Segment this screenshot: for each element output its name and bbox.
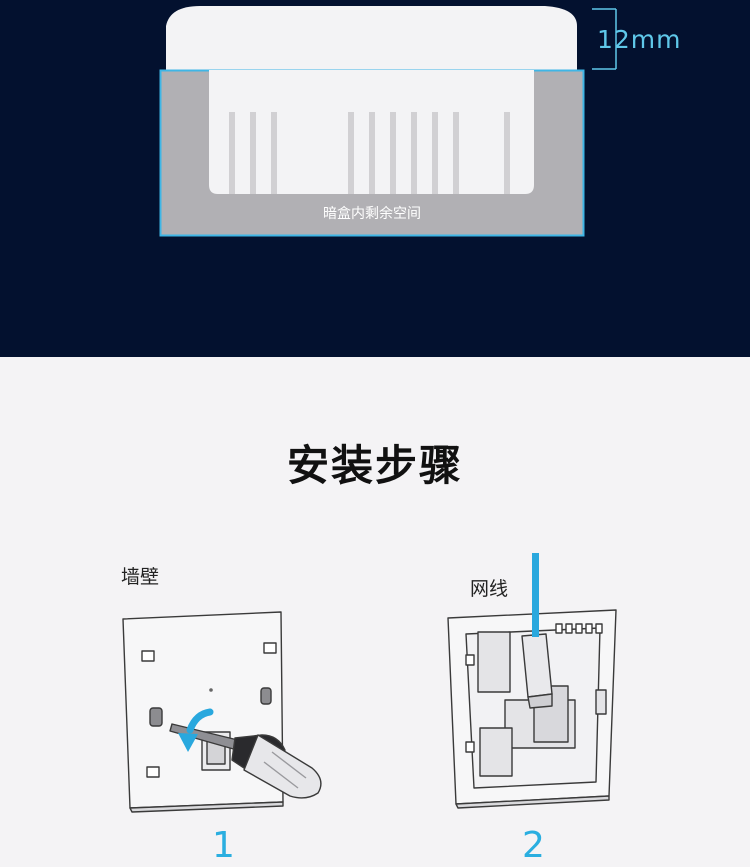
step-2-label: 网线 bbox=[470, 578, 509, 600]
remaining-space-label: 暗盒内剩余空间 bbox=[323, 206, 421, 222]
step-1-label: 墙壁 bbox=[121, 566, 160, 588]
dimension-label: 12mm bbox=[597, 25, 682, 54]
vent-slots bbox=[229, 112, 510, 194]
step-2-number: 2 bbox=[522, 825, 545, 866]
device-top-body bbox=[166, 6, 577, 70]
install-steps-title: 安装步骤 bbox=[286, 441, 463, 490]
step-1-number: 1 bbox=[212, 825, 235, 866]
dimension-marker bbox=[592, 8, 617, 70]
wall-box-diagram bbox=[159, 6, 617, 237]
